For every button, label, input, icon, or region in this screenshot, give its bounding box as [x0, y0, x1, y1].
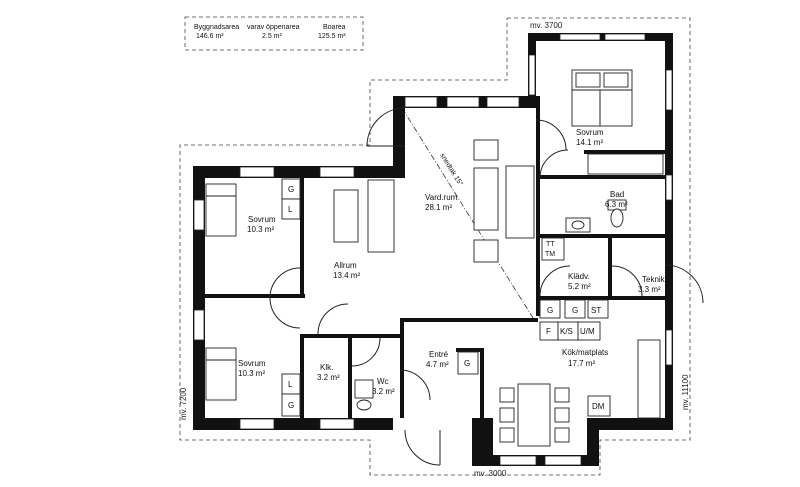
- entre-wardrobe-g: G: [464, 359, 470, 368]
- room-name-entre: Entré: [429, 350, 449, 359]
- room-name-vardrum: Vard.rum: [425, 193, 458, 202]
- appliance-f: F: [546, 327, 551, 336]
- doors: [269, 107, 704, 466]
- dimension-labels: mv. 3700 mv. 3000 mv. 7200 mv. 11100: [179, 21, 690, 478]
- laundry-tm: TM: [545, 251, 555, 258]
- dimension-right: mv. 11100: [681, 374, 690, 410]
- laundry-g-2: G: [572, 306, 578, 315]
- dimension-top: mv. 3700: [530, 21, 563, 30]
- wardrobe-label-l: L: [288, 205, 293, 214]
- single-bed-1: [205, 183, 237, 237]
- room-area-sovrum-3: 10.3 m²: [238, 369, 265, 378]
- summary-value-oppenarea: 2.5 m²: [262, 33, 283, 40]
- dimension-left: mv. 7200: [179, 387, 188, 420]
- room-area-vardrum: 28.1 m²: [425, 203, 452, 212]
- summary-header-boarea: Boarea: [323, 24, 346, 31]
- appliance-dm: DM: [592, 402, 605, 411]
- roof-note: snedtak 15°: [438, 152, 465, 188]
- room-name-sovrum-2: Sovrum: [248, 215, 276, 224]
- single-bed-2: [205, 347, 237, 401]
- laundry-g-1: G: [547, 306, 553, 315]
- laundry-st: ST: [591, 306, 601, 315]
- room-name-teknik: Teknik: [642, 275, 666, 284]
- room-area-kok: 17.7 m²: [568, 359, 595, 368]
- room-area-bad: 6.3 m²: [605, 200, 628, 209]
- room-name-allrum: Allrum: [334, 261, 357, 270]
- summary-header-byggnadsarea: Byggnadsarea: [194, 24, 239, 31]
- room-name-kok: Kök/matplats: [562, 348, 608, 357]
- dimension-bottom: mv. 3000: [474, 469, 507, 478]
- room-area-allrum: 13.4 m²: [333, 271, 360, 280]
- room-name-sovrum-3: Sovrum: [238, 359, 266, 368]
- room-labels: Sovrum 14.1 m² Bad 6.3 m² Vard.rum 28.1 …: [238, 128, 666, 396]
- interior-walls: [205, 96, 665, 418]
- room-name-sovrum-1: Sovrum: [576, 128, 604, 137]
- dining-table: [499, 383, 570, 447]
- room-area-sovrum-2: 10.3 m²: [247, 225, 274, 234]
- wardrobe-label-g: G: [288, 185, 294, 194]
- room-area-sovrum-1: 14.1 m²: [576, 138, 603, 147]
- area-summary: Byggnadsarea varav öppenarea Boarea 146.…: [184, 16, 364, 51]
- bathroom-fixtures: [354, 199, 627, 411]
- room-area-teknik: 3.3 m²: [638, 285, 661, 294]
- wardrobes: G L L G G: [281, 153, 664, 417]
- room-area-entre: 4.7 m²: [426, 360, 449, 369]
- room-area-klk: 3.2 m²: [317, 373, 340, 382]
- wardrobe-label-g-2: G: [288, 401, 294, 410]
- eaves-outline: [179, 17, 691, 476]
- double-bed: [571, 69, 633, 127]
- room-name-wc: Wc: [377, 377, 389, 386]
- windows: [193, 33, 673, 466]
- laundry-tt: TT: [546, 241, 555, 248]
- appliance-um: U/M: [580, 327, 595, 336]
- summary-value-boarea: 125.5 m²: [318, 33, 346, 40]
- room-name-klk: Klk.: [320, 363, 333, 372]
- room-name-bad: Bad: [610, 190, 624, 199]
- room-name-kladv: Klädv.: [568, 272, 590, 281]
- wardrobe-label-l-2: L: [288, 380, 293, 389]
- appliance-ks: K/S: [560, 327, 573, 336]
- room-area-wc: 3.2 m²: [372, 387, 395, 396]
- sofas: [333, 139, 535, 263]
- kitchen-fixtures: F K/S U/M DM G G ST TT TM: [539, 237, 661, 419]
- summary-value-byggnadsarea: 146.6 m²: [196, 33, 224, 40]
- room-area-kladv: 5.2 m²: [568, 282, 591, 291]
- summary-header-oppenarea: varav öppenarea: [247, 24, 300, 31]
